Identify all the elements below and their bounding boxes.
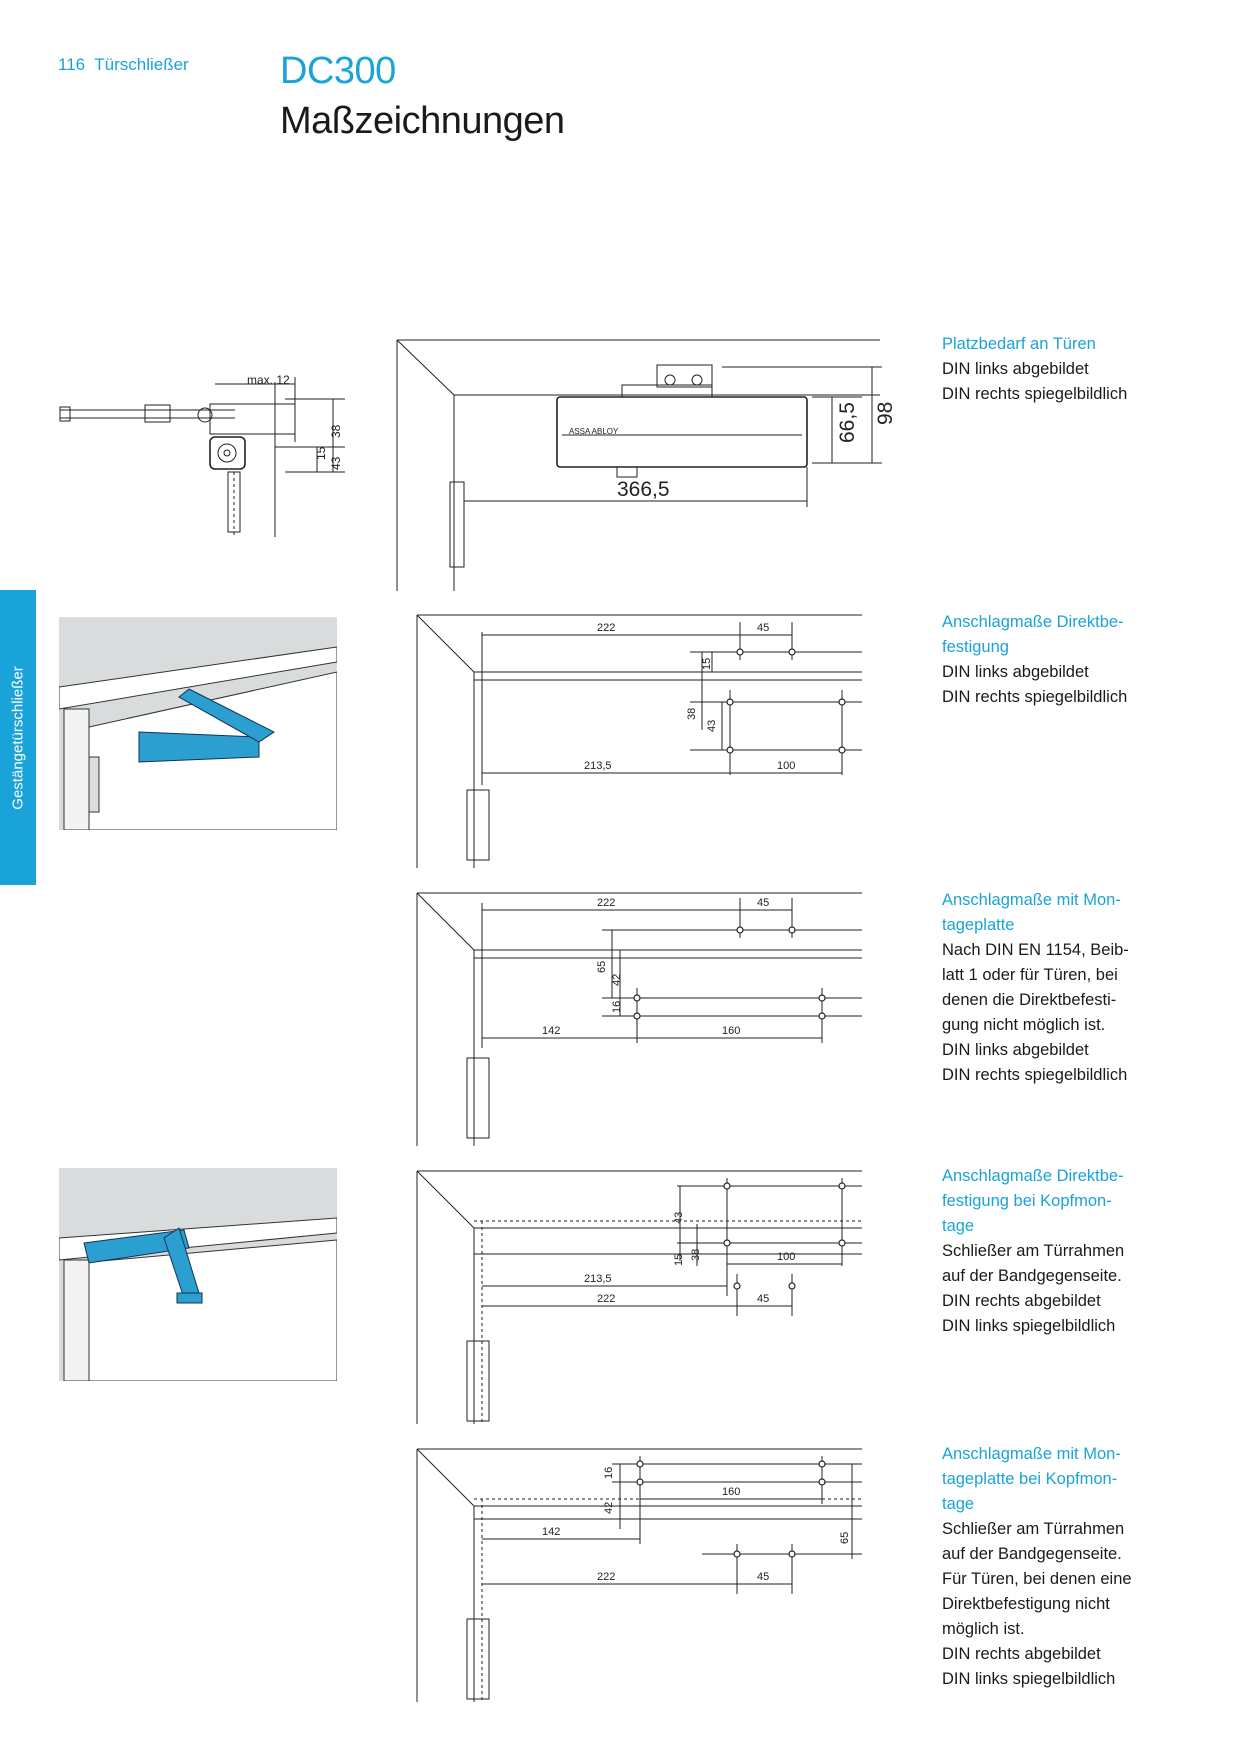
dim-222: 222 [597,1571,615,1583]
desc-heading: Platzbedarf an Türen [942,335,1096,353]
desc-heading: Anschlagmaße mit Mon- [942,891,1121,909]
mounting-plate-drawing: 222 45 65 42 16 142 160 [416,892,862,1146]
desc-heading: tage [942,1217,975,1235]
desc-plate-head: Anschlagmaße mit Mon- tageplatte bei Kop… [942,1442,1142,1692]
direct-head-drawing: 43 15 38 100 213,5 222 45 [416,1170,862,1424]
desc-line: DIN rechts spiegelbildlich [942,1066,1128,1084]
dim-222: 222 [597,897,615,909]
dim-15: 15 [701,658,713,670]
dim-100: 100 [777,1251,795,1263]
desc-space-requirement: Platzbedarf an Türen DIN links abgebilde… [942,332,1142,407]
desc-line: gung nicht möglich ist. [942,1016,1106,1034]
dim-142: 142 [542,1526,560,1538]
desc-line: Schließer am Türrahmen [942,1242,1125,1260]
plate-head-drawing: 16 42 160 65 142 222 45 [416,1448,862,1702]
dim-42: 42 [603,1502,615,1514]
dim-43: 43 [673,1212,685,1224]
desc-line: Schließer am Türrahmen [942,1520,1125,1538]
dim-38: 38 [329,424,343,438]
space-requirement-drawing: ASSA ABLOY 66,5 98 366,5 [396,339,892,591]
desc-line: DIN links spiegelbildlich [942,1670,1116,1688]
desc-line: DIN rechts spiegelbildlich [942,385,1128,403]
dim-15: 15 [673,1254,685,1266]
desc-line: denen die Direktbefesti- [942,991,1117,1009]
dim-45: 45 [757,897,769,909]
page-header: 116 Türschließer [58,55,189,75]
desc-line: Für Türen, bei denen eine [942,1570,1132,1588]
desc-line: DIN links abgebildet [942,1041,1089,1059]
dim-366-5: 366,5 [617,478,670,501]
desc-line: DIN links spiegelbildlich [942,1317,1116,1335]
desc-direct-fixing: Anschlagmaße Direktbe- festigung DIN lin… [942,610,1142,710]
dim-222: 222 [597,1293,615,1305]
dim-43: 43 [329,456,343,470]
dim-45: 45 [757,622,769,634]
dim-222: 222 [597,622,615,634]
desc-heading: tageplatte [942,916,1015,934]
desc-line: DIN links abgebildet [942,663,1089,681]
page-title: DC300 [280,50,396,92]
dim-66-5: 66,5 [836,402,859,443]
desc-heading: festigung [942,638,1009,656]
desc-heading: festigung bei Kopfmon- [942,1192,1112,1210]
dim-213-5: 213,5 [584,1273,612,1285]
dim-38: 38 [686,708,698,720]
desc-heading: tageplatte bei Kopfmon- [942,1470,1118,1488]
brand-label: ASSA ABLOY [569,427,619,436]
dim-16: 16 [603,1467,615,1479]
desc-line: möglich ist. [942,1620,1025,1638]
desc-line: DIN rechts abgebildet [942,1645,1101,1663]
dim-160: 160 [722,1486,740,1498]
page-number: 116 [58,55,86,74]
dim-65: 65 [596,961,608,973]
side-view-drawing: max. 12 38 15 43 [59,373,345,537]
desc-line: auf der Bandgegenseite. [942,1267,1122,1285]
desc-line: DIN rechts spiegelbildlich [942,688,1128,706]
desc-direct-head: Anschlagmaße Direktbe- festigung bei Kop… [942,1164,1142,1339]
section-name: Türschließer [94,55,189,74]
dim-65: 65 [839,1532,851,1544]
desc-heading: Anschlagmaße mit Mon- [942,1445,1121,1463]
side-tab-label: Gestängetürschließer [9,665,27,810]
dim-100: 100 [777,760,795,772]
desc-line: DIN links abgebildet [942,360,1089,378]
dim-160: 160 [722,1025,740,1037]
dim-15: 15 [314,446,328,460]
desc-line: DIN rechts abgebildet [942,1292,1101,1310]
dim-142: 142 [542,1025,560,1037]
dim-213-5: 213,5 [584,760,612,772]
desc-heading: Anschlagmaße Direktbe- [942,1167,1124,1185]
side-tab[interactable]: Gestängetürschließer [0,590,36,885]
desc-mounting-plate: Anschlagmaße mit Mon- tageplatte Nach DI… [942,888,1142,1088]
desc-line: Nach DIN EN 1154, Beib- [942,941,1129,959]
photo-direct-mount [59,617,337,830]
desc-line: latt 1 oder für Türen, bei [942,966,1118,984]
photo-head-mount [59,1168,337,1381]
dim-45: 45 [757,1293,769,1305]
dim-45: 45 [757,1571,769,1583]
dim-16: 16 [611,1001,623,1013]
dim-98: 98 [874,402,892,425]
dim-42: 42 [611,974,623,986]
direct-fixing-drawing: 222 45 15 38 43 213,5 100 [416,614,862,868]
desc-heading: Anschlagmaße Direktbe- [942,613,1124,631]
desc-heading: tage [942,1495,975,1513]
dim-38: 38 [690,1249,702,1261]
page-subtitle: Maßzeichnungen [280,100,565,142]
desc-line: auf der Bandgegenseite. [942,1545,1122,1563]
dim-max12: max. 12 [247,373,290,387]
dim-43: 43 [706,720,718,732]
desc-line: Direktbefestigung nicht [942,1595,1110,1613]
